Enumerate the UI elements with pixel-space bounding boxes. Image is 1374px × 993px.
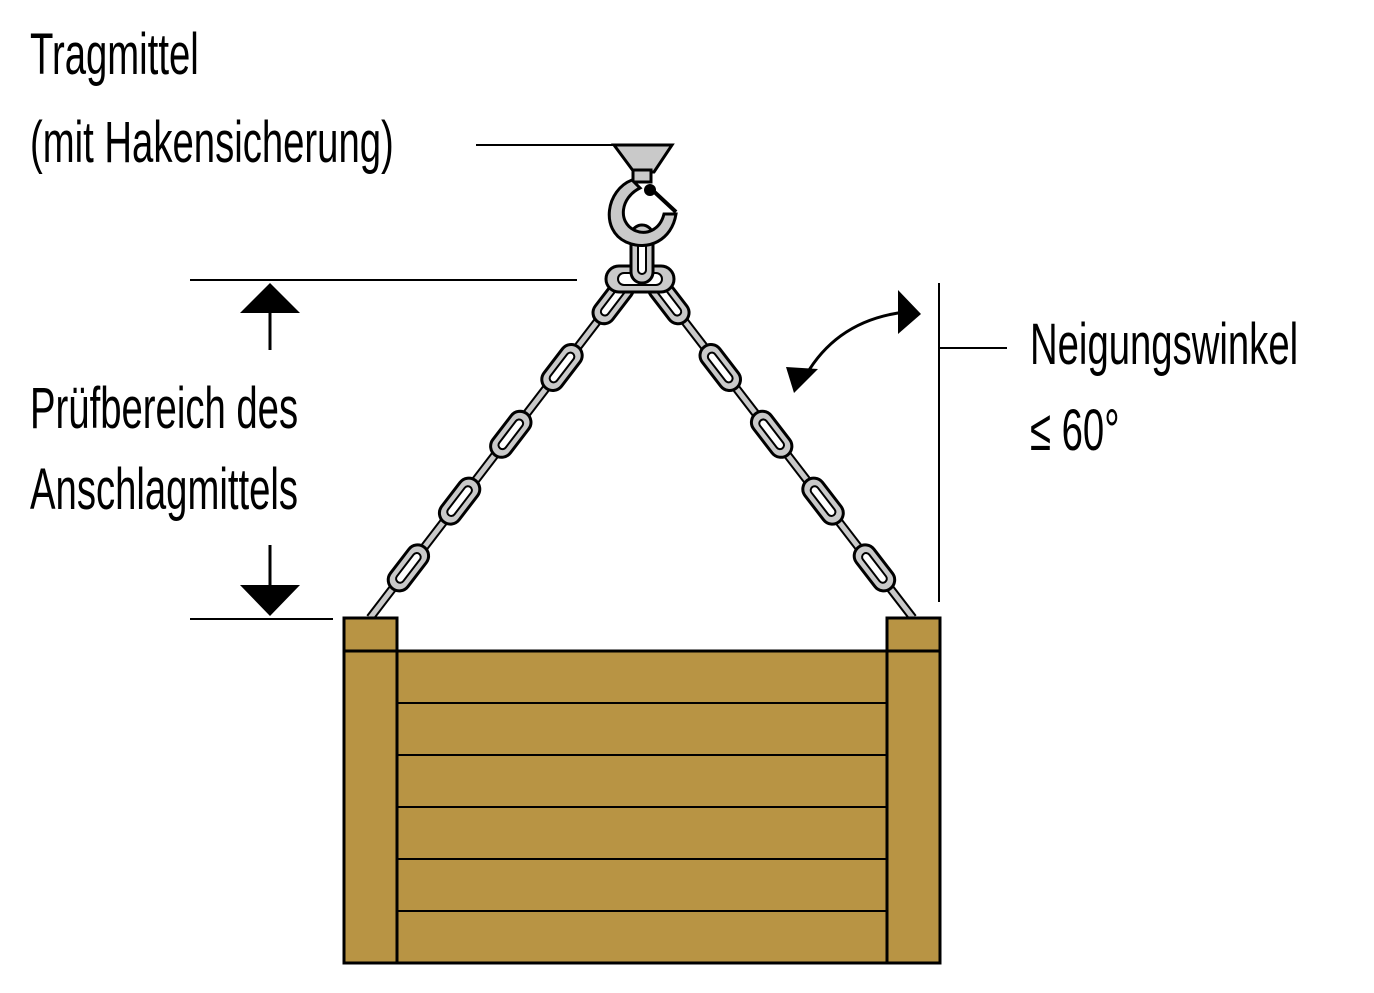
- chain-link-icon: [852, 543, 897, 593]
- tragmittel-label-line1: Tragmittel: [30, 22, 199, 87]
- crate-post-left: [342, 616, 399, 965]
- neigung-label-line1: Neigungswinkel: [1030, 312, 1299, 377]
- pruef-label-line2: Anschlagmittels: [30, 457, 299, 522]
- angle-arc-icon: [786, 290, 921, 393]
- chain-link-icon: [698, 343, 742, 392]
- crate-post-right: [885, 616, 942, 965]
- pruef-up-arrow-icon: [240, 283, 300, 350]
- chain-link-icon: [801, 476, 845, 526]
- chain-link-icon: [386, 543, 431, 593]
- tragmittel-label-line2: (mit Hakensicherung): [30, 110, 394, 175]
- neigung-label-line2: ≤ 60°: [1030, 398, 1120, 463]
- chain-link-icon: [540, 343, 584, 392]
- chain-left: [366, 276, 635, 621]
- chain-right: [647, 276, 917, 621]
- pruef-down-arrow-icon: [240, 545, 300, 616]
- crane-hook-icon: [607, 143, 678, 247]
- chain-link-icon: [489, 409, 533, 459]
- chain-link-icon: [749, 409, 794, 459]
- chain-link-icon: [437, 476, 482, 526]
- pruef-label-line1: Prüfbereich des: [30, 376, 299, 441]
- wooden-crate-icon: [342, 616, 942, 965]
